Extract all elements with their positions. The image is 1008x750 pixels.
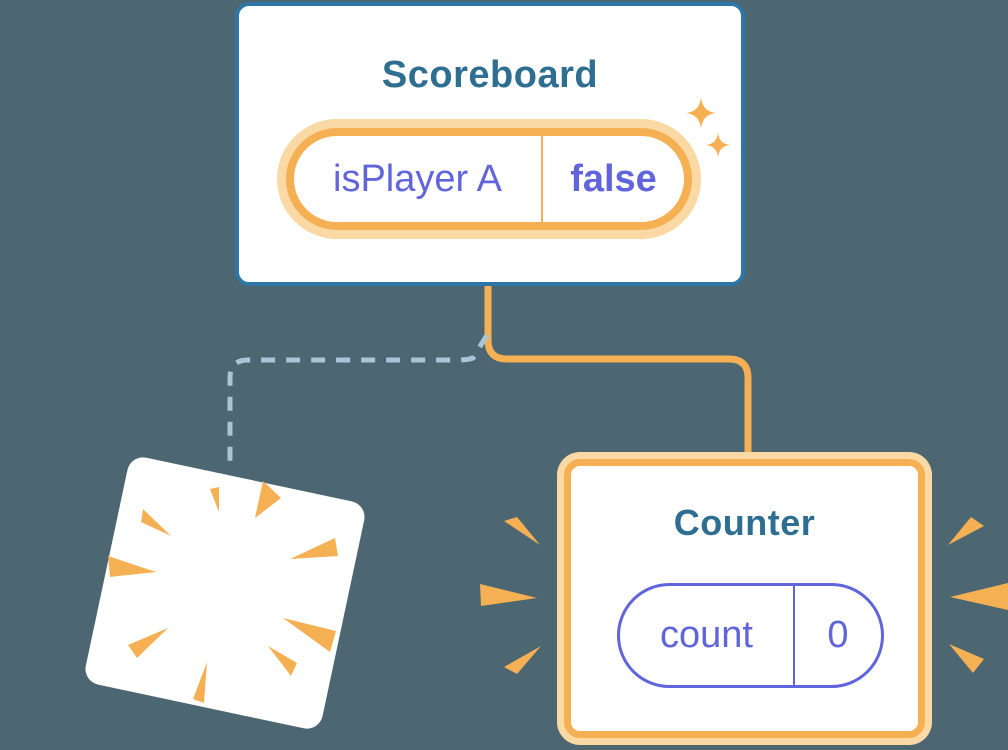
scoreboard-title: Scoreboard (381, 54, 599, 96)
counter-state-value: 0 (827, 614, 849, 656)
destroyed-component-card (85, 457, 365, 729)
scoreboard-pill-divider (541, 136, 543, 222)
counter-title: Counter (673, 502, 816, 543)
counter-pill-divider (793, 586, 795, 685)
connector-scoreboard-counter (484, 278, 752, 462)
connector-scoreboard-destroyed (227, 333, 490, 461)
scoreboard-state-value: false (570, 157, 657, 200)
counter-state-name: count (660, 614, 753, 656)
emphasis-burst-right-icon (948, 517, 1008, 673)
scoreboard-state-name: isPlayer A (333, 157, 502, 200)
counter-state-pill: count 0 (617, 583, 884, 688)
emphasis-burst-left-icon (480, 517, 541, 674)
scoreboard-card: Scoreboard isPlayer A false (235, 2, 745, 286)
counter-card: Counter count 0 (564, 459, 925, 738)
scoreboard-state-pill: isPlayer A false (286, 128, 692, 230)
poof-burst-icon (108, 481, 338, 703)
